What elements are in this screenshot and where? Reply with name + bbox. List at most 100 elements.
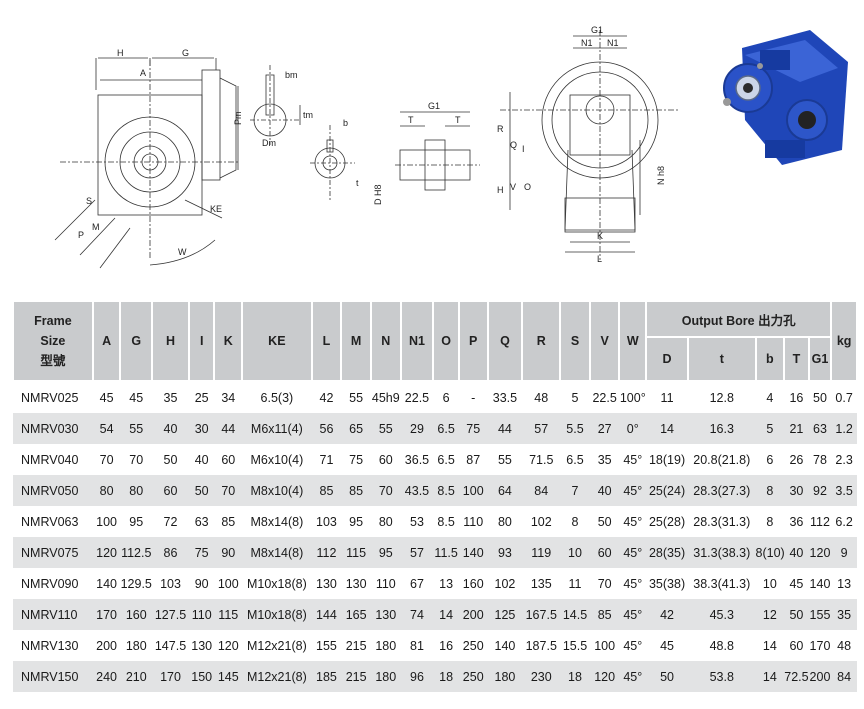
table-cell: 53.8: [688, 661, 756, 692]
output-bore-drawing: [310, 125, 355, 200]
table-cell: 165: [341, 599, 371, 630]
table-cell: 10: [755, 568, 785, 599]
table-cell: 80: [92, 475, 121, 506]
table-cell: 42: [646, 599, 689, 630]
table-cell: 16: [433, 630, 459, 661]
table-cell: 40: [784, 537, 809, 568]
table-cell: 45°: [619, 630, 647, 661]
table-cell: 50: [646, 661, 689, 692]
table-cell: 75: [458, 413, 488, 444]
label-side-k: K: [597, 231, 603, 241]
label-shaft-g1: G1: [428, 101, 440, 111]
table-cell: 67: [400, 568, 434, 599]
model-cell: NMRV150: [13, 661, 93, 692]
table-cell: 130: [370, 599, 401, 630]
table-cell: 6: [755, 444, 785, 475]
label-side-h: H: [497, 185, 504, 195]
table-cell: 8.5: [433, 506, 459, 537]
label-d-h8: D H8: [373, 184, 383, 205]
table-cell: 140: [92, 568, 121, 599]
table-cell: 119: [522, 537, 561, 568]
label-b: b: [343, 118, 348, 128]
table-cell: 70: [214, 475, 243, 506]
table-cell: 12: [755, 599, 785, 630]
table-cell: 18: [560, 661, 590, 692]
table-cell: M8x14(8): [242, 506, 312, 537]
label-front-a: A: [140, 68, 146, 78]
table-cell: 9: [831, 537, 857, 568]
col-header-t: t: [687, 336, 757, 382]
col-header-ke: KE: [241, 300, 313, 382]
table-cell: 44: [214, 413, 243, 444]
table-cell: 72.5: [784, 661, 809, 692]
table-cell: 8.5: [433, 475, 459, 506]
table-cell: 103: [152, 568, 189, 599]
table-cell: 90: [214, 537, 243, 568]
table-cell: 129.5: [120, 568, 153, 599]
table-cell: 85: [341, 475, 371, 506]
front-view-drawing: [54, 57, 240, 269]
col-header-v: V: [588, 300, 621, 382]
col-header-n1: N1: [399, 300, 435, 382]
table-cell: 102: [522, 506, 561, 537]
table-cell: 120: [214, 630, 243, 661]
frame-size-line-3: 型號: [40, 354, 66, 368]
table-cell: 100: [92, 506, 121, 537]
table-cell: 13: [433, 568, 459, 599]
table-cell: 63: [188, 506, 215, 537]
label-front-w: W: [178, 247, 187, 257]
label-shaft-t-right: T: [455, 115, 461, 125]
table-cell: 54: [92, 413, 121, 444]
table-cell: 85: [214, 506, 243, 537]
table-cell: 93: [487, 537, 523, 568]
table-cell: 12.8: [688, 381, 756, 413]
table-cell: 35: [152, 381, 189, 413]
table-cell: 147.5: [152, 630, 189, 661]
label-front-p: P: [78, 230, 84, 240]
output-shaft-drawing: [395, 111, 480, 191]
table-cell: 4: [755, 381, 785, 413]
table-cell: 27: [589, 413, 620, 444]
col-header-p: P: [457, 300, 489, 382]
table-cell: 70: [589, 568, 620, 599]
table-cell: 29: [400, 413, 434, 444]
table-cell: 80: [120, 475, 153, 506]
table-cell: 55: [341, 381, 371, 413]
table-cell: 1.2: [831, 413, 857, 444]
table-cell: 71: [311, 444, 342, 475]
model-cell: NMRV090: [13, 568, 93, 599]
table-cell: 140: [808, 568, 832, 599]
label-front-m: M: [92, 222, 100, 232]
table-cell: 115: [341, 537, 371, 568]
table-cell: 30: [188, 413, 215, 444]
col-header-s: S: [559, 300, 591, 382]
table-cell: 43.5: [400, 475, 434, 506]
label-shaft-t-left: T: [408, 115, 414, 125]
table-cell: 72: [152, 506, 189, 537]
table-cell: 145: [214, 661, 243, 692]
table-cell: 180: [487, 661, 523, 692]
table-cell: 65: [341, 413, 371, 444]
label-side-n1-right: N1: [607, 38, 619, 48]
table-cell: 5.5: [560, 413, 590, 444]
col-header-m: M: [340, 300, 372, 382]
table-cell: 74: [400, 599, 434, 630]
table-cell: 210: [120, 661, 153, 692]
table-cell: 50: [188, 475, 215, 506]
table-cell: 42: [311, 381, 342, 413]
table-cell: 7: [560, 475, 590, 506]
label-side-n1-left: N1: [581, 38, 593, 48]
table-cell: 45.3: [688, 599, 756, 630]
table-cell: 130: [188, 630, 215, 661]
col-header-q: Q: [486, 300, 524, 382]
table-cell: 45h9: [370, 381, 401, 413]
table-cell: 180: [370, 630, 401, 661]
model-cell: NMRV063: [13, 506, 93, 537]
table-cell: 84: [831, 661, 857, 692]
table-cell: 250: [458, 630, 488, 661]
table-cell: 35: [831, 599, 857, 630]
table-cell: 28.3(31.3): [688, 506, 756, 537]
table-cell: 215: [341, 661, 371, 692]
